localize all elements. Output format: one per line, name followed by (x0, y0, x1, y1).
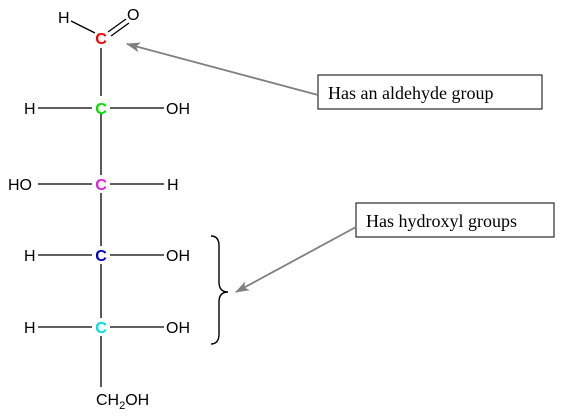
aldehyde-callout-box (317, 74, 543, 110)
aldehyde-arrow (126, 42, 319, 96)
hydroxyl-arrow (235, 226, 357, 293)
terminal-subscript: 2 (119, 400, 125, 412)
terminal-prefix: CH (96, 392, 119, 409)
carbon-4: C (95, 248, 107, 265)
c5-left-substituent: H (24, 320, 36, 337)
carbon-3: C (95, 177, 107, 194)
c2-right-substituent: OH (166, 101, 190, 118)
carbon-1: C (95, 31, 107, 48)
terminal-suffix: OH (125, 392, 149, 409)
aldehyde-callout-label: Has an aldehyde group (328, 83, 493, 103)
bond-c1-o-a (107, 18, 127, 33)
bond-c1-o-b (110, 22, 130, 37)
c4-right-substituent: OH (166, 248, 190, 265)
c3-left-substituent: HO (8, 177, 32, 194)
c5-right-substituent: OH (166, 320, 190, 337)
terminal-ch2oh: CH2OH (96, 392, 149, 412)
bond-c1-h (70, 20, 96, 34)
hydroxyl-brace (210, 235, 229, 345)
c4-left-substituent: H (24, 248, 36, 265)
hydroxyl-callout-label: Has hydroxyl groups (366, 211, 517, 231)
c3-right-substituent: H (167, 177, 179, 194)
hydroxyl-callout-box (355, 202, 555, 238)
carbon-2: C (95, 101, 107, 118)
carbon-5: C (95, 320, 107, 337)
c2-left-substituent: H (24, 101, 36, 118)
aldehyde-hydrogen: H (58, 10, 70, 27)
aldehyde-oxygen: O (127, 7, 139, 24)
